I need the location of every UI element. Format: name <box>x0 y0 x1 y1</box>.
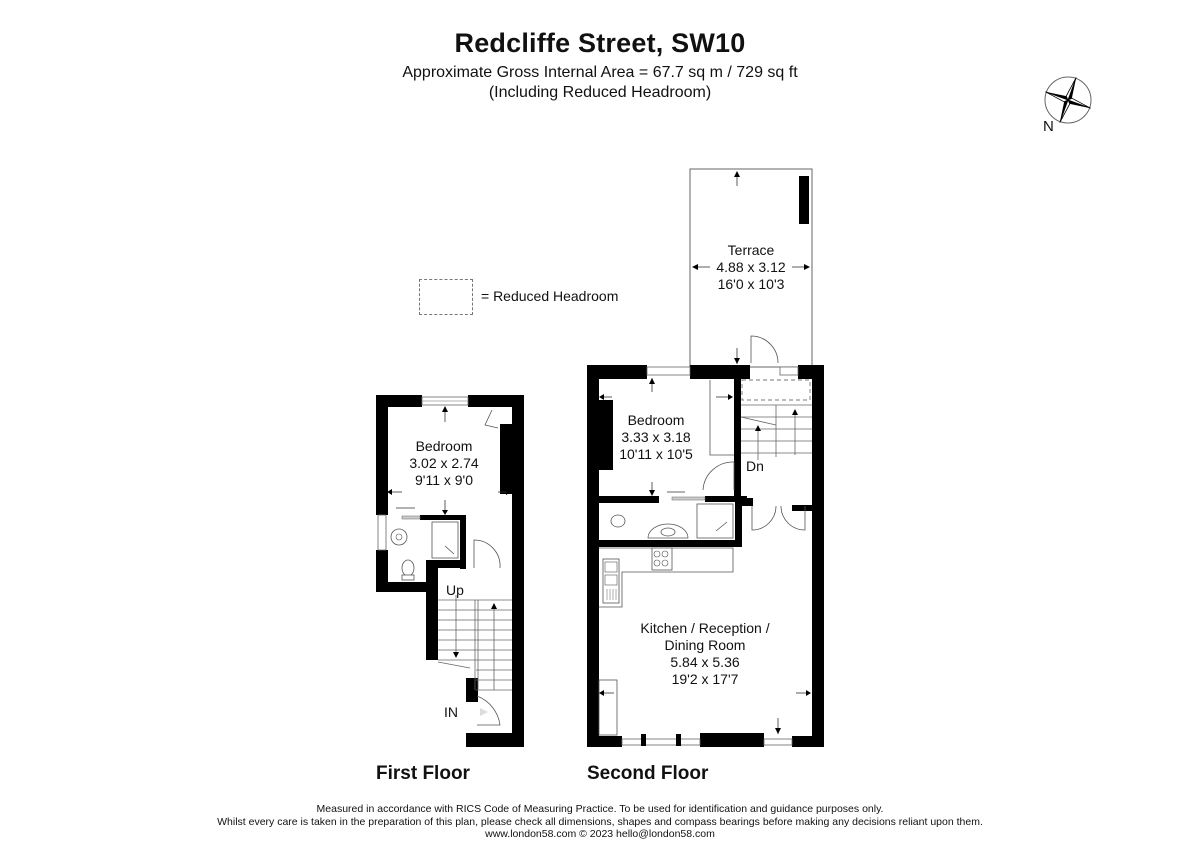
first-floor-bedroom-label: Bedroom 3.02 x 2.74 9'11 x 9'0 <box>388 438 500 489</box>
reduced-headroom-legend-icon <box>419 279 473 315</box>
compass-north-label: N <box>1043 118 1054 135</box>
room-name: Bedroom <box>627 412 685 428</box>
room-metric: 3.02 x 2.74 <box>409 455 479 471</box>
second-floor-plan <box>587 168 824 747</box>
plan-title: Redcliffe Street, SW10 <box>454 28 746 58</box>
second-floor-stairs-down-label: Dn <box>746 458 764 474</box>
footer-line-2: Whilst every care is taken in the prepar… <box>217 815 983 828</box>
room-metric: 5.84 x 5.36 <box>670 654 740 670</box>
first-floor-label: First Floor <box>376 763 470 784</box>
first-floor-plan <box>376 395 524 747</box>
footer-disclaimer: Measured in accordance with RICS Code of… <box>0 803 1200 841</box>
room-name: Bedroom <box>415 438 473 454</box>
second-floor-label: Second Floor <box>587 763 709 784</box>
room-name: Terrace <box>727 242 775 258</box>
room-imperial: 19'2 x 17'7 <box>671 671 739 687</box>
second-floor-bedroom-label: Bedroom 3.33 x 3.18 10'11 x 10'5 <box>610 412 702 463</box>
footer-line-3: www.london58.com © 2023 hello@london58.c… <box>485 828 715 840</box>
entrance-label: IN <box>444 704 458 720</box>
room-imperial: 10'11 x 10'5 <box>619 446 693 462</box>
room-imperial: 16'0 x 10'3 <box>717 276 785 292</box>
room-name-line1: Kitchen / Reception / <box>640 620 770 636</box>
kitchen-reception-label: Kitchen / Reception / Dining Room 5.84 x… <box>630 620 780 688</box>
room-metric: 4.88 x 3.12 <box>716 259 786 275</box>
room-imperial: 9'11 x 9'0 <box>414 472 474 488</box>
reduced-headroom-legend-label: = Reduced Headroom <box>481 288 619 304</box>
room-metric: 3.33 x 3.18 <box>621 429 691 445</box>
room-name-line2: Dining Room <box>664 637 746 653</box>
plan-subtitle: Approximate Gross Internal Area = 67.7 s… <box>0 63 1200 103</box>
compass-rose-icon <box>1040 72 1096 128</box>
gross-area-text: Approximate Gross Internal Area = 67.7 s… <box>402 64 798 81</box>
terrace-label: Terrace 4.88 x 3.12 16'0 x 10'3 <box>690 242 812 293</box>
first-floor-stairs-up-label: Up <box>446 582 464 598</box>
footer-line-1: Measured in accordance with RICS Code of… <box>316 803 884 815</box>
headroom-note: (Including Reduced Headroom) <box>488 84 712 101</box>
